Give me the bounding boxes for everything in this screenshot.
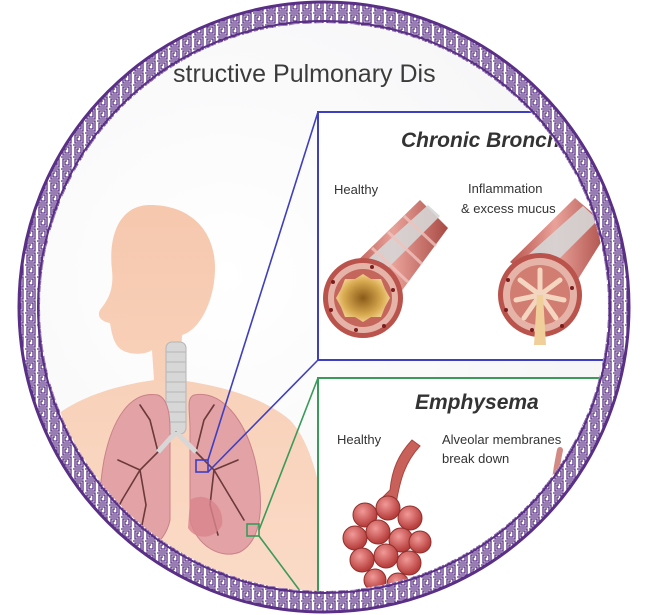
emphysema-breakdown-label: break down — [442, 451, 509, 466]
bronchitis-mucus-label: & excess mucus — [461, 201, 556, 216]
diagram-title: structive Pulmonary Dis — [173, 60, 436, 88]
bronchitis-healthy-label: Healthy — [334, 182, 379, 197]
bronchitis-inflammation-label: Inflammation — [468, 181, 542, 196]
emphysema-membranes-label: Alveolar membranes — [442, 432, 562, 447]
emphysema-healthy-label: Healthy — [337, 432, 382, 447]
emphysema-heading: Emphysema — [415, 391, 539, 414]
chronic-bronchitis-panel: Chronic Bronchiti Healthy Inflammation &… — [318, 112, 647, 360]
